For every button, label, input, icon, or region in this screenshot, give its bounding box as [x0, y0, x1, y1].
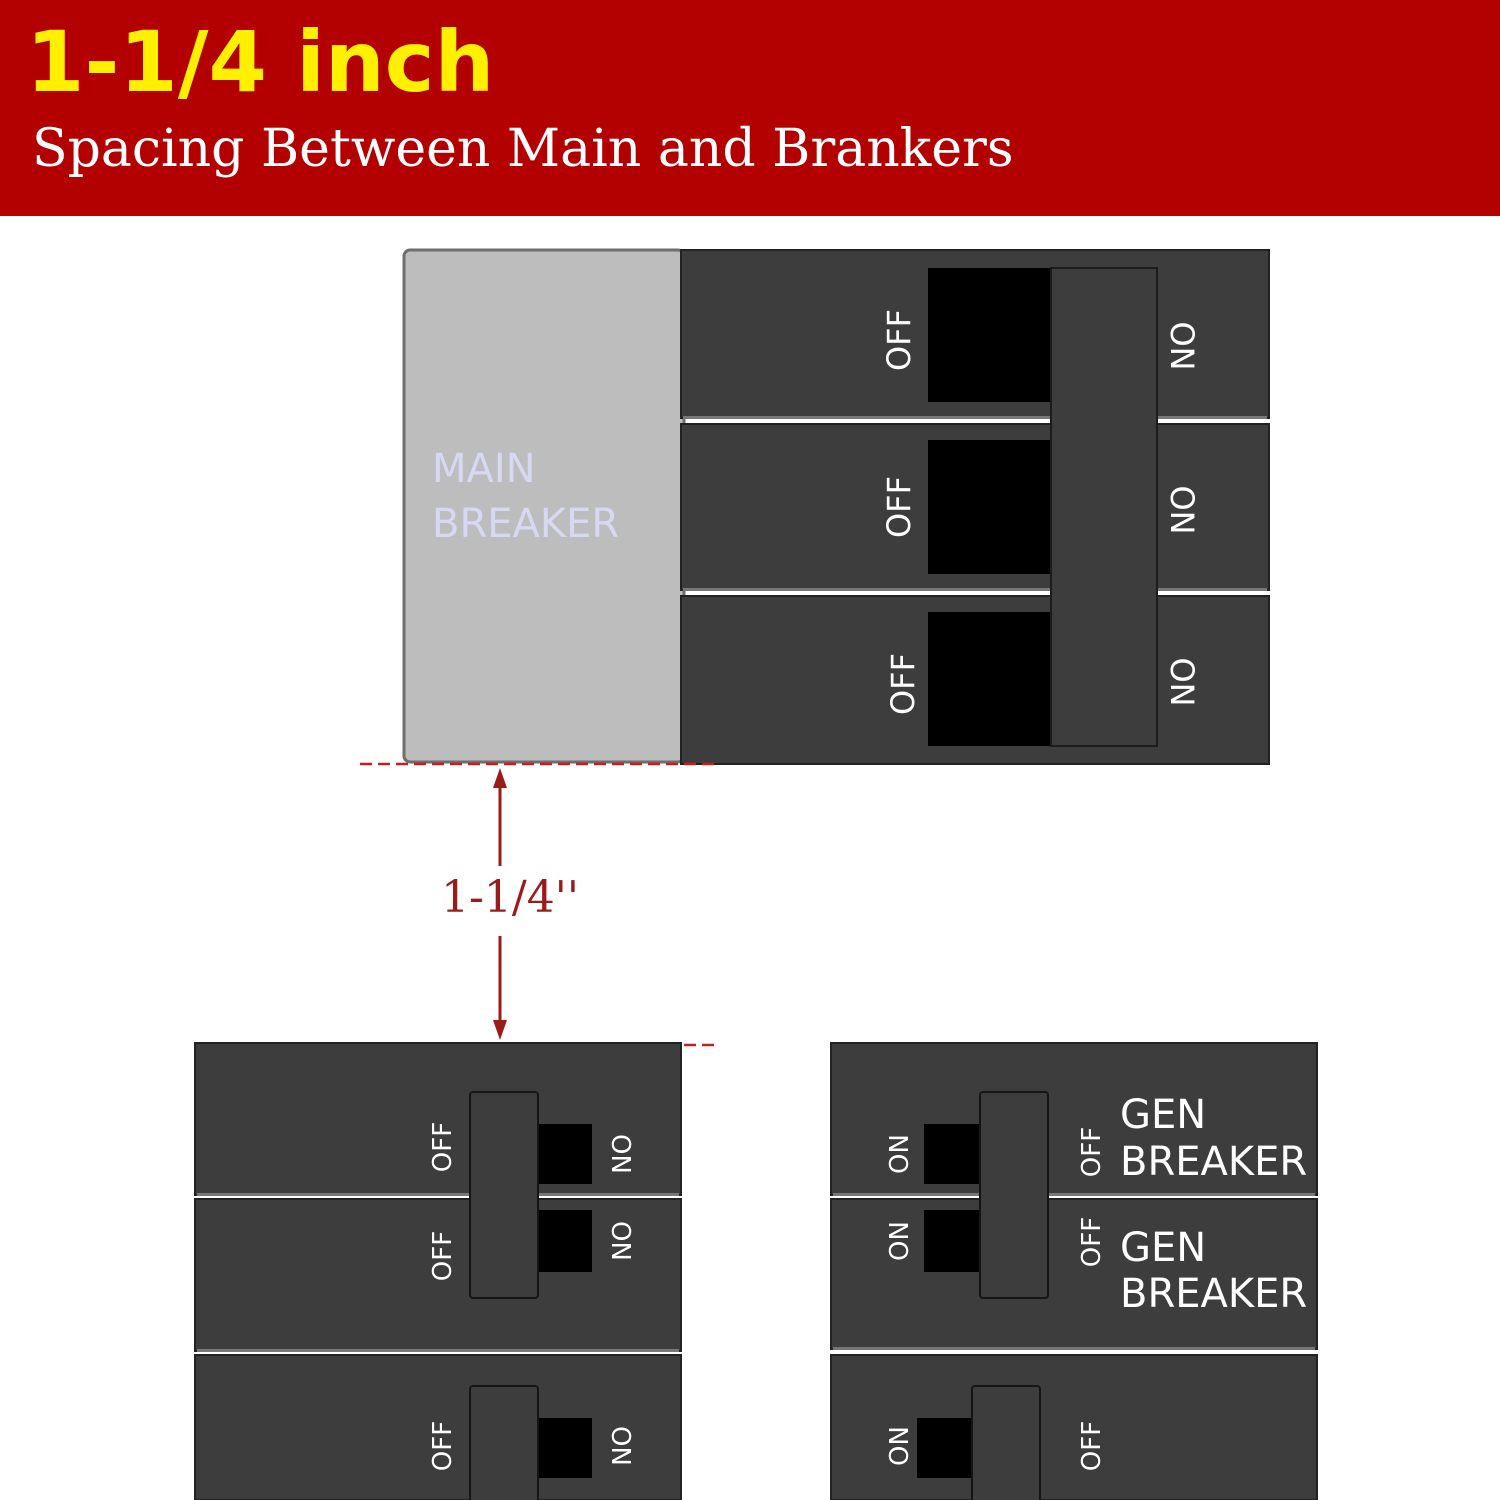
main-pole3-off-label: OFF — [884, 653, 922, 715]
main-pole3-on-label: ON — [1163, 657, 1201, 706]
right-row1-on-label: ON — [885, 1134, 915, 1174]
left-breaker-row-3 — [194, 1354, 682, 1500]
left-row3-off-label: OFF — [428, 1421, 458, 1471]
left-breaker-row-1 — [194, 1042, 682, 1196]
left-breaker-single-handle[interactable] — [469, 1385, 539, 1500]
gen-breaker-2-label-line1: GEN — [1120, 1225, 1206, 1271]
gen-breaker-1-label-line1: GEN — [1120, 1092, 1206, 1138]
main-breaker-handle[interactable] — [1050, 267, 1158, 747]
left-breaker-slot-1 — [536, 1124, 592, 1184]
left-row1-on-label: ON — [605, 1134, 635, 1174]
left-row2-on-label: ON — [605, 1221, 635, 1261]
right-breaker-row-3 — [830, 1354, 1318, 1500]
right-breaker-slot-1 — [924, 1124, 980, 1184]
left-breaker-row-2 — [194, 1198, 682, 1352]
right-row3-off-label: OFF — [1077, 1421, 1107, 1471]
left-breaker-double-handle[interactable] — [469, 1091, 539, 1299]
header-banner: 1-1/4 inch Spacing Between Main and Bran… — [0, 0, 1500, 216]
right-breaker-slot-2 — [924, 1210, 980, 1272]
right-row2-on-label: ON — [885, 1221, 915, 1261]
main-breaker-slot-3 — [928, 612, 1054, 746]
main-pole2-on-label: ON — [1163, 485, 1201, 534]
right-row1-off-label: OFF — [1077, 1127, 1107, 1177]
breaker-diagram: MAIN BREAKER OFF OFF OFF ON ON ON 1-1/ — [194, 248, 1318, 1500]
right-row2-off-label: OFF — [1077, 1217, 1107, 1267]
page-title: 1-1/4 inch — [26, 13, 495, 111]
right-breaker-single-handle[interactable] — [971, 1385, 1041, 1500]
right-breaker-panel: ON ON ON OFF OFF OFF GEN BREAKER GEN BRE… — [830, 1042, 1318, 1500]
main-pole1-off-label: OFF — [880, 309, 918, 371]
dimension-arrowhead-down — [493, 1020, 507, 1040]
main-breaker-label-line2: BREAKER — [432, 501, 619, 547]
gen-breaker-2-label-line2: BREAKER — [1120, 1271, 1307, 1317]
page-subtitle: Spacing Between Main and Brankers — [32, 119, 1014, 179]
right-breaker-row-2 — [830, 1198, 1318, 1350]
dimension-label: 1-1/4'' — [441, 872, 579, 923]
main-breaker-slot-2 — [928, 440, 1054, 574]
gen-breaker-1-label-line2: BREAKER — [1120, 1139, 1307, 1185]
main-breaker-label-line1: MAIN — [432, 446, 536, 492]
left-breaker-slot-3 — [536, 1418, 592, 1478]
right-breaker-slot-3 — [917, 1418, 973, 1478]
right-breaker-row-1 — [830, 1042, 1318, 1196]
left-row1-off-label: OFF — [428, 1122, 458, 1172]
spacing-dimension: 1-1/4'' — [360, 762, 716, 1047]
main-breaker-assembly: MAIN BREAKER OFF OFF OFF ON ON ON — [402, 248, 1270, 765]
left-row3-on-label: ON — [605, 1426, 635, 1466]
main-pole1-on-label: ON — [1163, 321, 1201, 370]
left-row2-off-label: OFF — [428, 1231, 458, 1281]
main-pole2-off-label: OFF — [880, 476, 918, 538]
right-breaker-double-handle[interactable] — [979, 1091, 1049, 1299]
left-breaker-panel: OFF OFF OFF ON ON ON — [194, 1042, 682, 1500]
dimension-arrowhead-up — [493, 768, 507, 788]
left-breaker-slot-2 — [536, 1210, 592, 1272]
right-row3-on-label: ON — [885, 1426, 915, 1466]
main-breaker-slot-1 — [928, 268, 1054, 402]
